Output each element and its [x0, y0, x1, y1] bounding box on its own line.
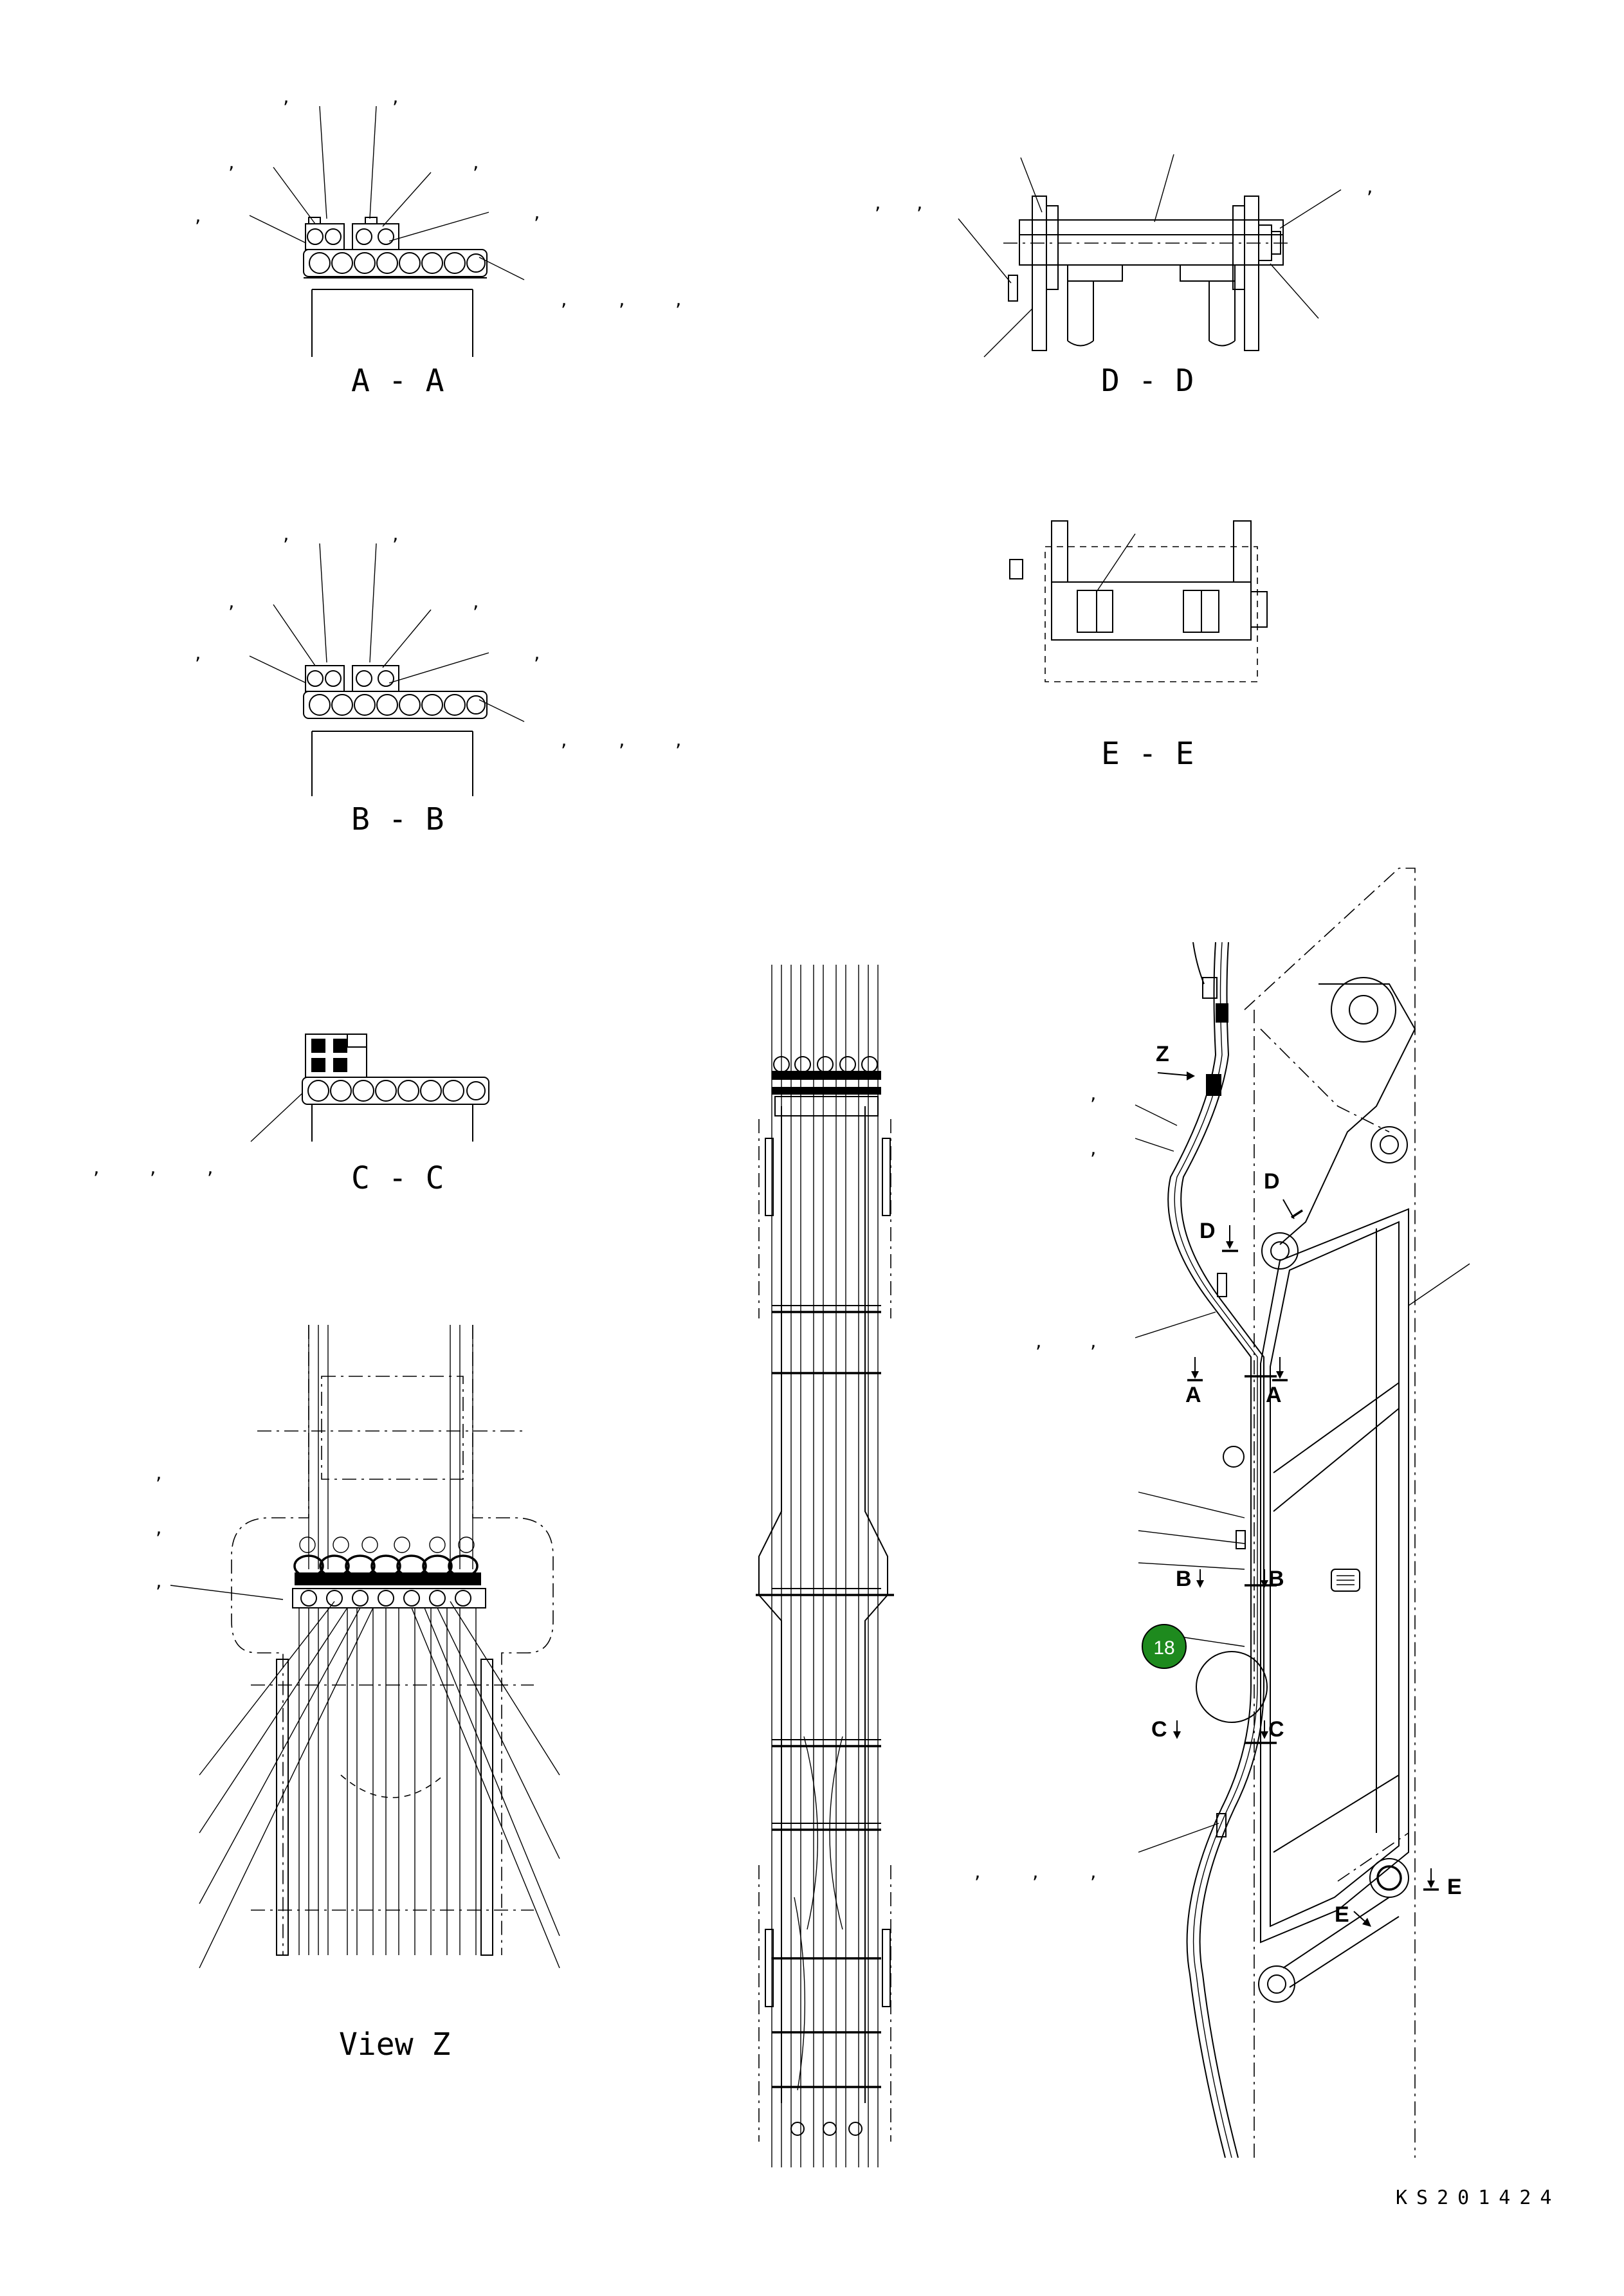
marker-a-left: A [1185, 1383, 1201, 1407]
section-e-e-view: E - E [1009, 520, 1268, 772]
marker-b-right: B [1268, 1567, 1284, 1591]
hose-bundle-front-view [756, 965, 894, 2167]
boom-side-view: ,, ,, ,,, Z D D A A B [974, 868, 1470, 2158]
svg-text:,: , [228, 590, 235, 613]
svg-text:,: , [675, 729, 682, 751]
section-c-c-label: C - C [351, 1160, 444, 1196]
svg-text:,: , [561, 288, 567, 311]
svg-text:,: , [1367, 176, 1373, 198]
marker-d-upper: D [1264, 1169, 1280, 1194]
svg-text:,: , [195, 642, 201, 664]
svg-text:,: , [917, 192, 923, 214]
svg-text:,: , [150, 1156, 156, 1179]
svg-text:,: , [207, 1156, 214, 1179]
svg-text:,: , [93, 1156, 100, 1179]
marker-e-left: E [1335, 1902, 1349, 1927]
callout-18[interactable]: 18 [1142, 1624, 1187, 1669]
view-z-label: View Z [339, 2027, 450, 2063]
section-b-b-view: ,, ,, ,, ,,, B - B [195, 523, 682, 837]
section-d-d-label: D - D [1101, 363, 1194, 399]
svg-text:,: , [228, 151, 235, 174]
section-c-c-view: ,,, C - C [93, 1034, 489, 1196]
svg-text:,: , [156, 1517, 162, 1539]
svg-text:,: , [1032, 1861, 1039, 1883]
svg-text:,: , [473, 590, 479, 613]
svg-text:,: , [283, 86, 289, 108]
svg-text:,: , [619, 729, 625, 751]
svg-text:,: , [473, 151, 479, 174]
svg-text:,: , [283, 523, 289, 545]
view-z: ,,, View Z [156, 1325, 560, 2063]
section-a-a-view: ,, ,, ,, ,,, A - A [195, 86, 682, 399]
marker-d-left: D [1200, 1219, 1216, 1243]
drawing-code: KS201424 [1396, 2187, 1561, 2209]
svg-text:,: , [534, 201, 540, 224]
svg-text:,: , [392, 523, 399, 545]
svg-text:,: , [156, 1570, 162, 1592]
svg-text:,: , [875, 192, 881, 214]
section-e-e-label: E - E [1101, 736, 1194, 772]
section-d-d-view: ,,, D - D [875, 154, 1373, 399]
svg-text:,: , [1090, 1137, 1097, 1160]
svg-text:,: , [561, 729, 567, 751]
svg-text:,: , [619, 288, 625, 311]
svg-text:,: , [1090, 1330, 1097, 1353]
callout-18-number: 18 [1153, 1637, 1174, 1659]
marker-a-right: A [1266, 1383, 1282, 1407]
marker-c-left: C [1151, 1717, 1167, 1742]
svg-text:,: , [1090, 1082, 1097, 1105]
svg-text:,: , [1036, 1330, 1042, 1353]
section-a-a-label: A - A [351, 363, 444, 399]
section-b-b-label: B - B [351, 801, 444, 837]
marker-c-right: C [1268, 1717, 1284, 1742]
svg-text:,: , [1090, 1861, 1097, 1883]
svg-text:,: , [195, 205, 201, 227]
svg-text:,: , [534, 642, 540, 664]
svg-text:,: , [974, 1861, 981, 1883]
marker-z: Z [1156, 1042, 1169, 1066]
svg-text:,: , [156, 1462, 162, 1484]
marker-b-left: B [1176, 1567, 1192, 1591]
svg-text:,: , [675, 288, 682, 311]
svg-text:,: , [392, 86, 399, 108]
marker-e-right: E [1447, 1875, 1462, 1899]
